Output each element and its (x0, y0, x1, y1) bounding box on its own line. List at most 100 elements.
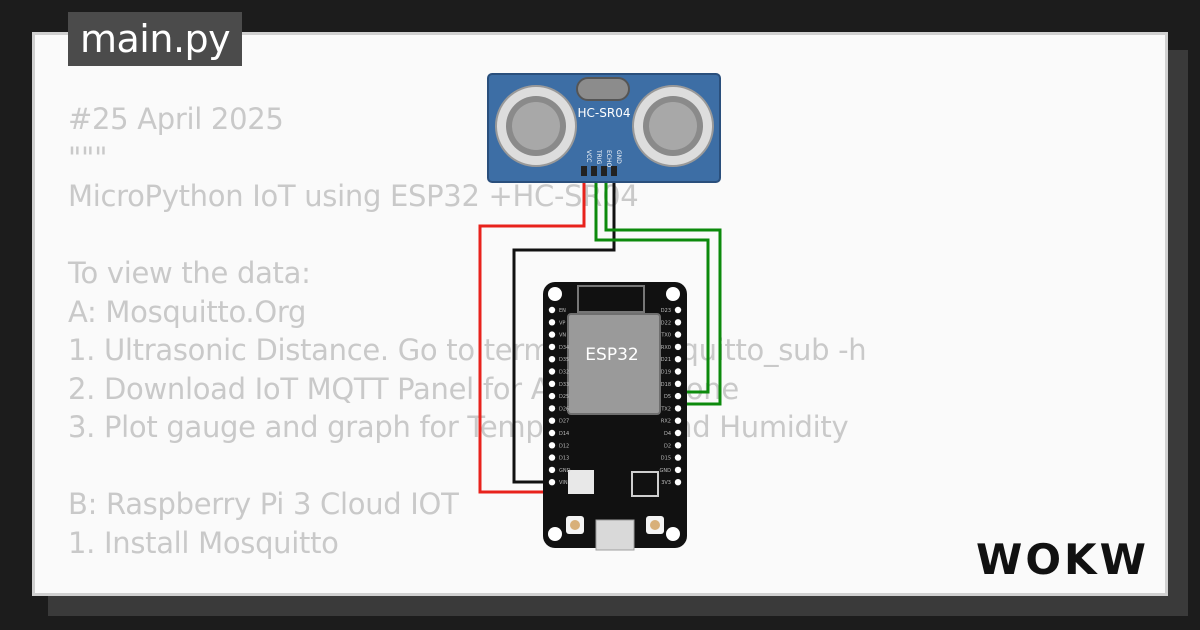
esp32-module-shield (567, 313, 661, 415)
en-button-cap (570, 520, 580, 530)
board-pin[interactable] (674, 380, 682, 387)
board-pin-label: D13 (559, 456, 569, 462)
board-pin-label: D22 (661, 320, 671, 326)
board-pin[interactable] (548, 368, 556, 375)
board-pin-label: D26 (559, 406, 569, 412)
board-pin[interactable] (674, 417, 682, 424)
sensor-pin-label: TRIG (595, 149, 602, 165)
esp32-board[interactable]: ESP32 ENVPVND34D35D32D33D25D26D27D14D12D… (543, 282, 687, 551)
sensor-label: HC-SR04 (578, 106, 631, 120)
board-pin-label: D2 (664, 443, 671, 449)
sensor-pin[interactable] (591, 166, 597, 176)
board-pin[interactable] (548, 429, 556, 437)
code-line: #25 April 2025 (68, 102, 284, 136)
sensor-pin-label: VCC (585, 150, 592, 162)
board-pin-label: D25 (559, 394, 569, 400)
board-pin-label: VIN (559, 480, 568, 486)
board-pin[interactable] (548, 479, 556, 486)
usb-uart-chip (631, 471, 659, 497)
sensor-pin[interactable] (581, 166, 587, 176)
board-pin-label: 3V3 (661, 480, 671, 486)
board-pin[interactable] (674, 466, 682, 474)
board-pin-label: D33 (559, 382, 569, 388)
sensor-pin[interactable] (611, 166, 617, 176)
board-pin[interactable] (548, 331, 556, 338)
mount-hole (548, 287, 562, 301)
code-line: B: Raspberry Pi 3 Cloud IOT (68, 487, 459, 521)
board-pin-label: D4 (664, 431, 671, 437)
board-pin[interactable] (674, 331, 682, 338)
board-pin-label: VN (559, 333, 566, 339)
board-pin-label: D12 (559, 443, 569, 449)
wokwi-logo: WOKWi (976, 530, 1163, 586)
board-pin[interactable] (674, 319, 682, 326)
sensor-pin-label: ECHO (605, 150, 612, 167)
board-pin-label: GND (559, 468, 571, 474)
board-pin-label: D23 (661, 308, 671, 314)
board-pin[interactable] (548, 392, 556, 400)
board-pin[interactable] (548, 319, 556, 326)
board-pin-label: D15 (661, 456, 671, 462)
code-line: 1. Install Mosquitto (68, 525, 339, 560)
sensor-pin[interactable] (601, 166, 607, 176)
board-pin[interactable] (548, 454, 556, 461)
board-pin[interactable] (674, 479, 682, 486)
boot-button-cap (650, 520, 660, 530)
antenna-trace (577, 285, 645, 313)
board-pin-label: GND (660, 468, 672, 474)
wire-trig-green[interactable] (594, 170, 710, 394)
mount-hole (666, 287, 680, 301)
board-pin[interactable] (548, 380, 556, 387)
wire-echo-green[interactable] (604, 170, 722, 406)
transducer-right (632, 85, 714, 167)
wire-vcc-red[interactable] (478, 170, 586, 494)
board-pin-label: VP (559, 320, 565, 326)
board-pin-label: D14 (559, 431, 569, 437)
board-pin-label: D18 (661, 382, 671, 388)
board-pin[interactable] (674, 405, 682, 412)
board-pin[interactable] (674, 392, 682, 400)
board-pin[interactable] (548, 417, 556, 424)
board-pin-label: TX0 (660, 333, 671, 339)
board-pin[interactable] (674, 429, 682, 437)
board-label: ESP32 (585, 345, 638, 365)
code-line: """ (68, 140, 108, 175)
wire-gnd-black[interactable] (512, 170, 616, 484)
board-pin[interactable] (674, 343, 682, 351)
board-pin-label: RX0 (661, 345, 671, 351)
board-pin[interactable] (548, 356, 556, 363)
board-pin-label: D32 (559, 370, 569, 376)
code-line: A: Mosquitto.Org (68, 294, 307, 329)
voltage-regulator (568, 470, 594, 494)
wires (478, 170, 722, 494)
board-pin-label: D5 (664, 394, 671, 400)
board-pin-label: RX2 (661, 419, 671, 425)
micro-usb-port[interactable] (595, 519, 635, 551)
board-pin-label: D19 (661, 370, 671, 376)
code-line: To view the data: (68, 256, 311, 290)
board-pin-label: TX2 (660, 406, 671, 412)
board-pin[interactable] (548, 466, 556, 474)
board-pin-label: EN (559, 308, 566, 314)
file-tab-main-py[interactable]: main.py (68, 12, 242, 66)
mount-hole (548, 527, 562, 541)
board-pin[interactable] (548, 405, 556, 412)
board-pin[interactable] (674, 454, 682, 461)
board-pin[interactable] (674, 306, 682, 314)
board-pin[interactable] (548, 442, 556, 449)
board-pin-label: D27 (559, 419, 569, 425)
board-pin[interactable] (548, 306, 556, 314)
board-pin-label: D21 (661, 357, 671, 363)
board-pin[interactable] (548, 343, 556, 351)
board-pin[interactable] (674, 442, 682, 449)
board-pin[interactable] (674, 368, 682, 375)
transducer-left (495, 85, 577, 167)
board-pin-label: D34 (559, 345, 569, 351)
board-pin-label: D35 (559, 357, 569, 363)
crystal-oscillator (576, 77, 630, 101)
board-pin[interactable] (674, 356, 682, 363)
wokwi-logo-mark: WOKWi (976, 535, 1163, 584)
sensor-pin-label: GND (615, 150, 622, 164)
